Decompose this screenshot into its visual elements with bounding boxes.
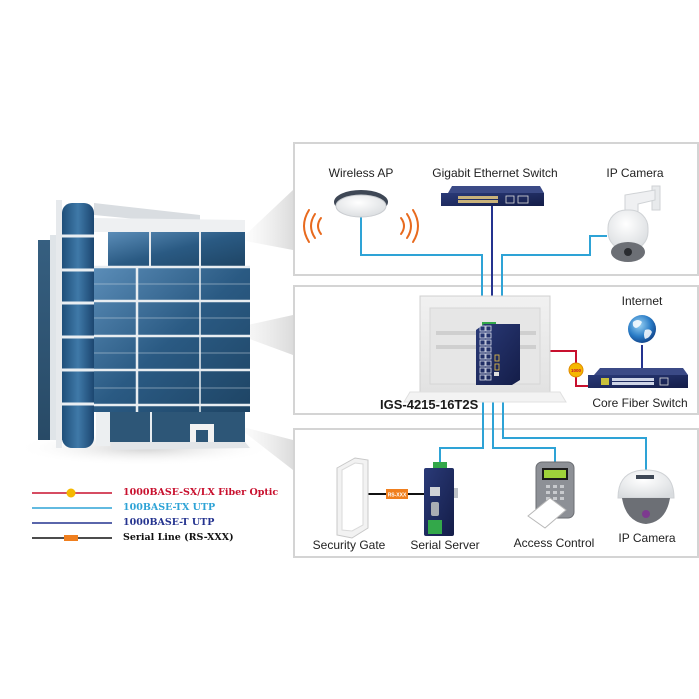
gigabit-switch-device — [441, 186, 544, 206]
access-control-device — [527, 461, 575, 529]
switch-model-label: IGS-4215-16T2S — [380, 397, 479, 412]
legend-label-1000t: 1000BASE-T UTP — [123, 517, 215, 528]
access-card — [527, 497, 567, 529]
legend-lines — [32, 488, 112, 541]
beam-middle — [225, 315, 293, 355]
legend-fiber-badge — [66, 488, 76, 498]
serial-badge-rect — [386, 489, 408, 499]
legend-label-fiber: 1000BASE-SX/LX Fiber Optic — [123, 487, 279, 498]
industrial-switch-device — [476, 322, 520, 385]
wireless-ap-device — [303, 190, 419, 243]
internet-globe-icon — [628, 315, 656, 343]
security-gate-device — [336, 457, 369, 539]
legend: 1000BASE-SX/LX Fiber Optic 100BASE-TX UT… — [28, 486, 288, 546]
cable-switch-to-dome-camera — [502, 380, 647, 470]
ptz-camera-device — [607, 185, 661, 262]
legend-label-serial: Serial Line (RS-XXX) — [123, 532, 234, 543]
label-wireless-ap: Wireless AP — [328, 166, 394, 180]
legend-serial-badge — [64, 535, 78, 541]
legend-label-100tx: 100BASE-TX UTP — [123, 502, 216, 513]
serial-badge-text: RS-XXX — [388, 493, 407, 499]
office-building — [15, 200, 275, 466]
cable-ptz-camera-to-switch — [501, 235, 607, 340]
label-internet: Internet — [621, 294, 663, 308]
dome-camera-device — [617, 469, 675, 524]
label-ip-camera-ptz: IP Camera — [606, 166, 664, 180]
label-serial-server: Serial Server — [410, 538, 480, 552]
label-gigabit-ethernet-switch: Gigabit Ethernet Switch — [432, 166, 558, 180]
serial-server-device — [424, 462, 458, 536]
cable-switch-to-access-control — [492, 380, 556, 462]
fiber-badge-circle — [568, 362, 584, 378]
label-core-fiber-switch: Core Fiber Switch — [592, 396, 688, 410]
beam-top — [240, 190, 293, 250]
core-fiber-switch-device — [588, 368, 688, 388]
wifi-signal-icon — [303, 209, 419, 243]
label-ip-camera-dome: IP Camera — [618, 531, 676, 545]
label-security-gate: Security Gate — [312, 538, 386, 552]
cable-switch-to-serial-server — [439, 380, 484, 466]
fiber-badge-text: 1000 — [571, 368, 582, 373]
label-access-control: Access Control — [513, 536, 595, 550]
